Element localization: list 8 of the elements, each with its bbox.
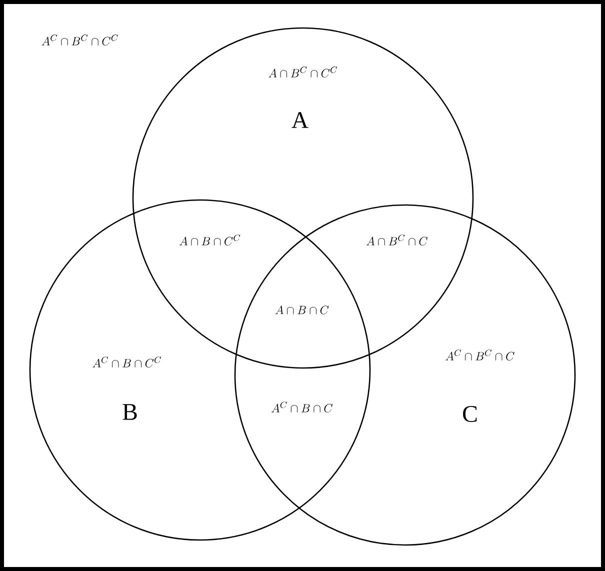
region-label: $A^{C}\cap B^{C}\cap C^{C}$ bbox=[42, 34, 118, 46]
region-label: $A^{C}\cap B\cap C^{C}$ bbox=[92, 356, 161, 368]
region-label: $A\cap B^{C}\cap C^{C}$ bbox=[268, 66, 337, 78]
region-label: $A\cap B\cap C^{C}$ bbox=[180, 234, 240, 246]
region-label: $A^{C}\cap B^{C}\cap C$ bbox=[446, 350, 514, 360]
region-label: $A\cap B^{C}\cap C$ bbox=[366, 234, 428, 246]
region-label: $A^{C}\cap B\cap C$ bbox=[272, 402, 333, 412]
region-label: $A\cap B\cap C$ bbox=[275, 306, 329, 314]
